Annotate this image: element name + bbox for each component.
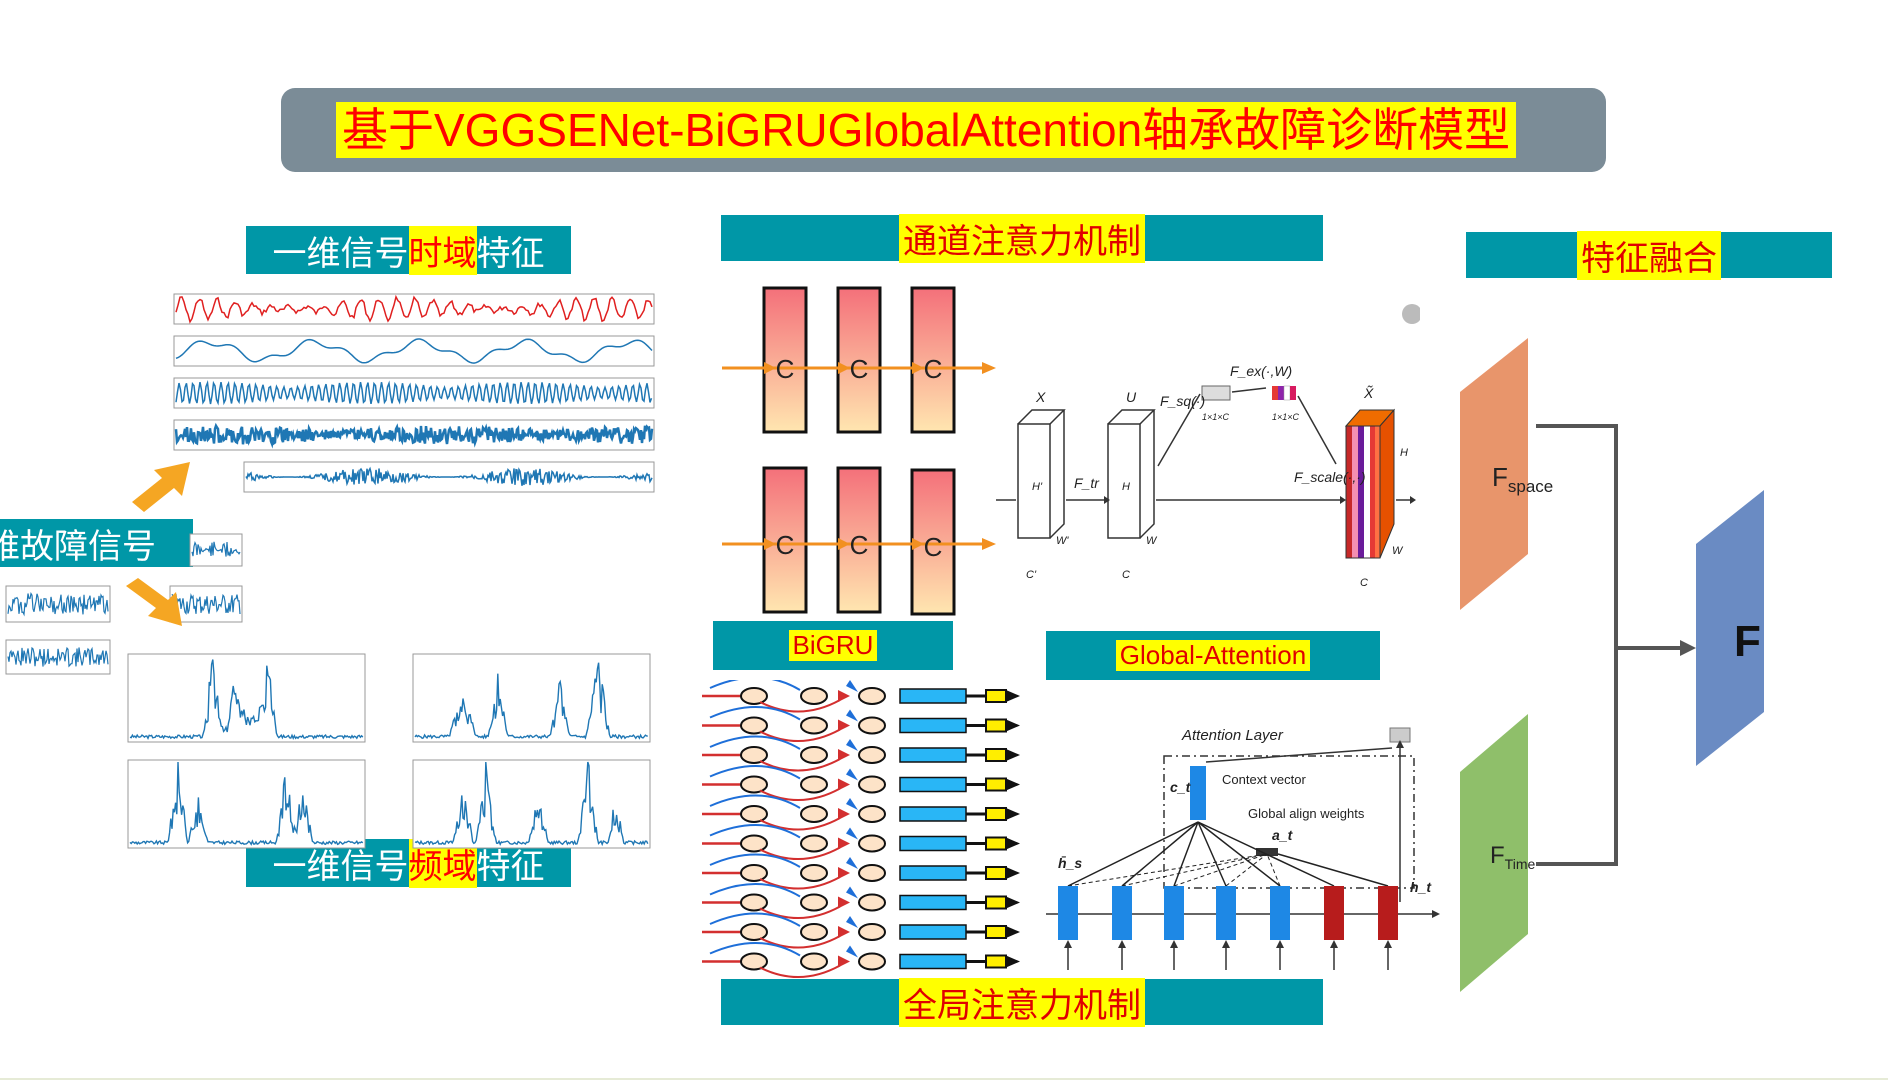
attention-cell [1378, 886, 1398, 940]
se-label-ftr: F_tr [1074, 475, 1100, 491]
bigru-row [702, 680, 1020, 713]
cnn-label-2: C [849, 354, 869, 384]
arrow-up-icon [132, 462, 190, 512]
se-label-x-tilde: X̃ [1363, 385, 1374, 401]
symbol-ct: c_t [1170, 779, 1192, 795]
se-label-c: C [1122, 569, 1130, 581]
se-label-fscale: F_scale(·,·) [1294, 469, 1366, 485]
attention-cell [1324, 886, 1344, 940]
bigru-label: BiGRU [788, 630, 878, 661]
bigru-row [702, 794, 1020, 831]
se-block-diagram: X U X̃ F_tr F_sq(·) F_ex(·,W) F_scale(·,… [996, 280, 1420, 600]
attention-cell [1216, 886, 1236, 940]
channel-attention-label: 通道注意力机制 [899, 213, 1145, 263]
f-output-label: F [1734, 617, 1761, 666]
bigru-row [702, 912, 1020, 949]
f-space-panel [1460, 338, 1528, 610]
cnn-blocks [722, 286, 996, 616]
se-label-h: H [1122, 481, 1130, 493]
cnn-label-3: C [923, 354, 943, 384]
cnn-row-2 [722, 466, 996, 616]
frequency-domain-plots [127, 653, 651, 849]
time-feature-band: 一维信号时域特征 [246, 225, 571, 275]
global-attention-band: Global-Attention [1046, 631, 1380, 680]
attention-cell [1058, 886, 1078, 940]
se-label-1x1xc: 1×1×C [1202, 412, 1230, 422]
context-vector-label: Context vector [1222, 772, 1306, 787]
f-time-panel [1460, 714, 1528, 992]
feature-fusion-band: 特征融合 [1466, 230, 1832, 280]
se-label-x: X [1035, 389, 1046, 405]
title-bar: 基于VGGSENet-BiGRUGlobalAttention轴承故障诊断模型 [281, 88, 1606, 172]
time-feature-post: 特征 [476, 233, 545, 274]
cnn-label-4: C [775, 530, 795, 560]
arrow-down-icon [126, 578, 182, 626]
cube-u [1107, 409, 1156, 539]
se-label-1x1xc-2: 1×1×C [1272, 412, 1300, 422]
time-domain-plots [173, 293, 655, 493]
symbol-ht: h_t [1410, 879, 1432, 895]
freq-feature-pre: 一维信号 [272, 846, 409, 887]
page-title: 基于VGGSENet-BiGRUGlobalAttention轴承故障诊断模型 [336, 102, 1517, 158]
cube-x [1017, 409, 1066, 539]
cnn-label-6: C [923, 532, 943, 562]
se-label-w: W [1146, 535, 1158, 547]
bigru-row [702, 853, 1020, 890]
feature-fusion-label: 特征融合 [1577, 230, 1721, 280]
cnn-label-5: C [849, 530, 869, 560]
attention-cell [1270, 886, 1290, 940]
symbol-at: a_t [1272, 827, 1294, 843]
fault-signal-thumbnails [5, 533, 243, 675]
se-label-c-out: C [1360, 577, 1368, 589]
se-label-w-prime: W' [1056, 535, 1069, 547]
se-label-fsq: F_sq(·) [1160, 393, 1205, 409]
attention-cell [1164, 886, 1184, 940]
se-label-u: U [1126, 389, 1137, 405]
global-attention-cn-label: 全局注意力机制 [899, 977, 1145, 1027]
fault-signal-label: 维故障信号 [0, 526, 156, 567]
fault-signal-band: 维故障信号 [0, 519, 193, 567]
se-label-c-prime: C' [1026, 569, 1037, 581]
bottom-divider [0, 1078, 1888, 1080]
bigru-row [702, 942, 1020, 978]
f-time-label: FTime [1490, 842, 1536, 872]
bigru-diagram [702, 680, 1020, 978]
cnn-row-1 [722, 286, 996, 434]
se-label-h-prime: H' [1032, 481, 1043, 493]
se-label-fex: F_ex(·,W) [1230, 363, 1292, 379]
fusion-diagram [1460, 338, 1764, 992]
bigru-row [702, 765, 1020, 801]
corner-icon [1402, 304, 1420, 324]
bigru-row [702, 706, 1020, 742]
f-space-label: Fspace [1492, 462, 1554, 497]
freq-feature-post: 特征 [476, 846, 545, 887]
attention-layer-title: Attention Layer [1181, 727, 1284, 744]
se-label-w-out: W [1392, 545, 1404, 557]
time-feature-pre: 一维信号 [272, 233, 409, 274]
time-feature-highlight: 时域 [408, 225, 477, 275]
cnn-label-1: C [775, 354, 795, 384]
bigru-row [702, 735, 1020, 772]
global-attention-cn-band: 全局注意力机制 [721, 977, 1323, 1027]
attention-diagram: Attention Layer c_t Context vector Globa… [1046, 727, 1440, 970]
se-label-h-out: H [1400, 447, 1408, 459]
bigru-row [702, 883, 1020, 919]
align-weights-label: Global align weights [1248, 806, 1365, 821]
cube-x-tilde [1344, 408, 1396, 559]
f-output-panel [1696, 490, 1764, 766]
attention-cell [1112, 886, 1132, 940]
global-attention-label: Global-Attention [1115, 640, 1311, 671]
bigru-row [702, 824, 1020, 860]
bigru-band: BiGRU [713, 621, 953, 670]
channel-attention-band: 通道注意力机制 [721, 213, 1323, 263]
symbol-hs: h̄_s [1058, 854, 1082, 871]
